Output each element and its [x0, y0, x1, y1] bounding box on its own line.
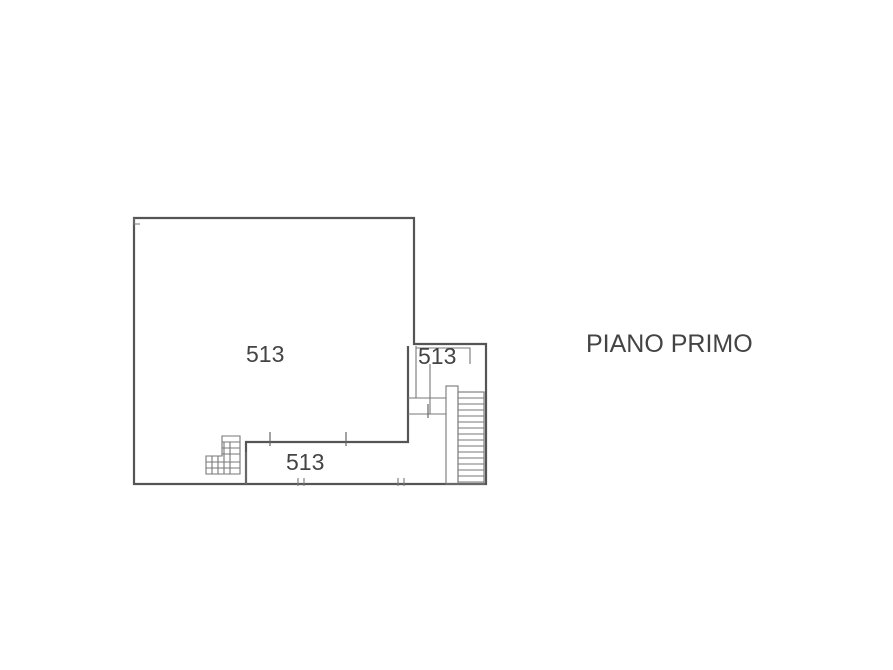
corridor-door-marks	[269, 404, 429, 446]
stair-treads	[458, 397, 484, 483]
floor-label: PIANO PRIMO	[586, 330, 753, 358]
staircase	[445, 385, 485, 485]
room-label-corridor: 513	[286, 449, 324, 475]
stair-landing-walls	[408, 347, 471, 415]
stair-newel-wall	[445, 385, 459, 485]
outer-walls	[132, 216, 488, 486]
inner-partition-walls	[244, 346, 417, 484]
room-label-stair-landing: 513	[418, 343, 456, 369]
bottom-window-marks	[297, 478, 405, 486]
room-label-main: 513	[246, 341, 284, 367]
stair-flight	[457, 391, 485, 485]
small-stair-symbol	[205, 435, 241, 475]
